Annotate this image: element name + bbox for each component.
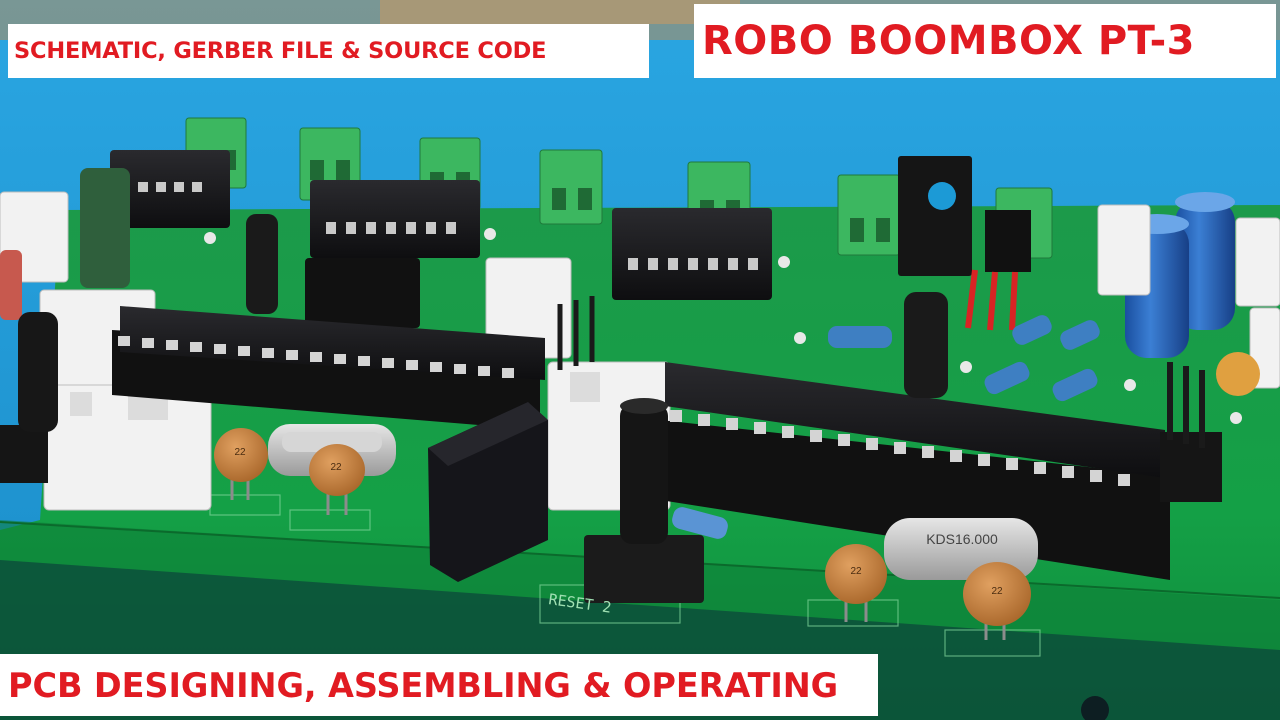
crystal-label: KDS16.000 [926,531,998,547]
svg-text:22: 22 [850,566,862,577]
caption-schematic-gerber-source: SCHEMATIC, GERBER FILE & SOURCE CODE [8,24,649,78]
ic-atmega-right [660,362,1170,580]
jst-connectors [0,191,1280,511]
resistors [204,228,1242,539]
svg-text:22: 22 [330,462,342,473]
svg-text:22: 22 [234,447,246,458]
reset-button [584,398,704,603]
caption-title: ROBO BOOMBOX PT-3 [694,4,1276,78]
caption-pcb-designing: PCB DESIGNING, ASSEMBLING & OPERATING [0,654,878,716]
ic-atmega-left [112,306,545,430]
pin-header [557,296,1222,502]
voltage-regulator [898,156,1031,331]
svg-text:22: 22 [991,586,1003,597]
ic-chips-back-row [110,150,772,328]
ceramic-capacitors: 22 22 22 22 [214,352,1260,640]
